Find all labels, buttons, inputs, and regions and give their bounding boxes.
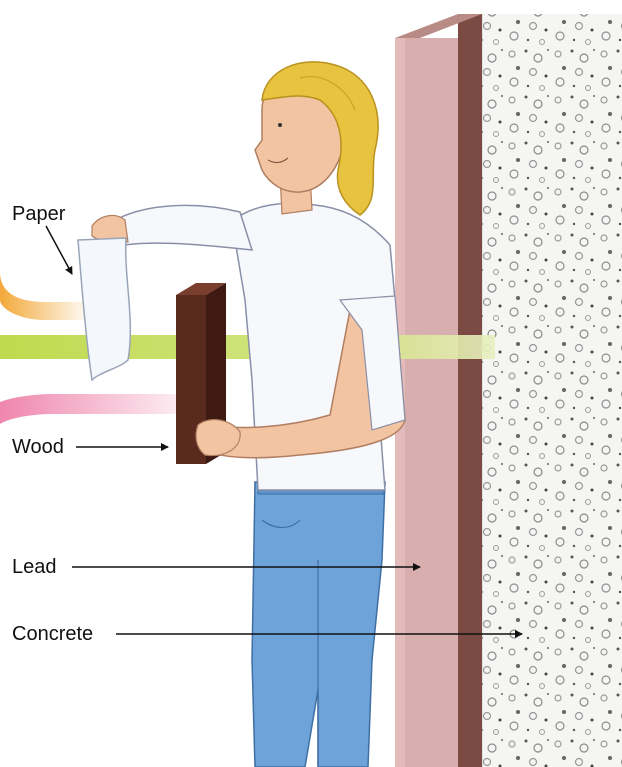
gamma-ray <box>0 335 495 359</box>
paper-label: Paper <box>12 204 65 224</box>
alpha-ray <box>0 272 92 320</box>
person-figure <box>92 62 405 767</box>
lead-slab <box>395 14 482 767</box>
concrete-label: Concrete <box>12 624 93 644</box>
concrete-wall <box>482 14 622 767</box>
beta-ray <box>0 394 180 424</box>
wood-label: Wood <box>12 437 64 457</box>
lead-label: Lead <box>12 557 57 577</box>
paper-arrow <box>46 226 72 274</box>
